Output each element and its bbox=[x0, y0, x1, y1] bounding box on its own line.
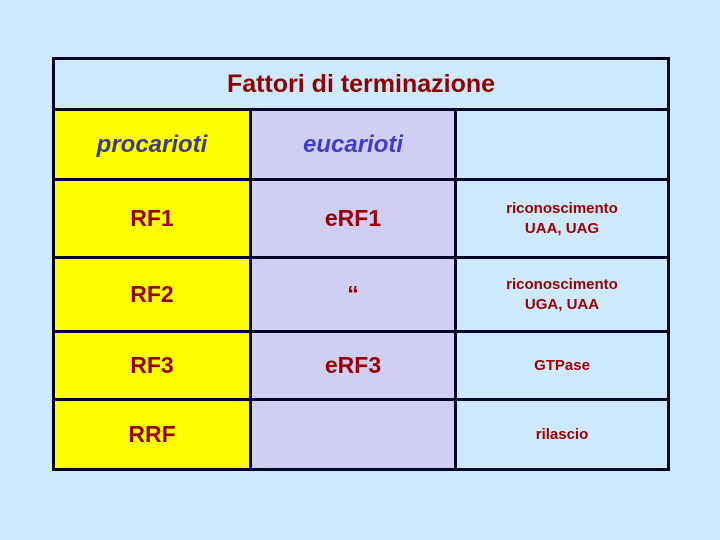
cell-rf3-procarioti: RF3 bbox=[52, 330, 252, 401]
factor-label: eRF1 bbox=[324, 205, 382, 231]
column-header-procarioti: procarioti bbox=[52, 108, 252, 181]
factor-label: RF3 bbox=[130, 352, 174, 378]
cell-rrf-eucarioti-empty bbox=[249, 398, 457, 471]
cell-rrf-note: rilascio bbox=[453, 398, 671, 471]
factor-label: eRF3 bbox=[324, 352, 382, 378]
title-row: Fattori di terminazione bbox=[51, 57, 671, 111]
cell-rf3-note: GTPase bbox=[453, 330, 671, 401]
note-label: riconoscimento UGA, UAA bbox=[506, 276, 618, 313]
column-header-procarioti-label: procarioti bbox=[96, 130, 208, 158]
column-header-eucarioti: eucarioti bbox=[249, 108, 457, 181]
table-row-rrf: RRF rilascio bbox=[52, 398, 671, 471]
cell-rf1-note: riconoscimento UAA, UAG bbox=[453, 178, 671, 259]
slide-title: Fattori di terminazione bbox=[226, 69, 496, 98]
table-row-rf2: RF2 “ riconoscimento UGA, UAA bbox=[52, 256, 671, 333]
factor-label: RF2 bbox=[130, 281, 174, 307]
note-label: rilascio bbox=[535, 425, 589, 443]
cell-rf3-eucarioti: eRF3 bbox=[249, 330, 457, 401]
title-cell: Fattori di terminazione bbox=[51, 57, 671, 111]
column-header-note-empty bbox=[453, 108, 671, 181]
cell-rrf-procarioti: RRF bbox=[52, 398, 252, 471]
column-header-eucarioti-label: eucarioti bbox=[302, 130, 404, 158]
cell-rf2-eucarioti: “ bbox=[249, 256, 457, 333]
factor-label: RF1 bbox=[130, 205, 174, 231]
note-label: riconoscimento UAA, UAG bbox=[506, 200, 618, 237]
table-row-rf1: RF1 eRF1 riconoscimento UAA, UAG bbox=[52, 178, 671, 259]
table-row-rf3: RF3 eRF3 GTPase bbox=[52, 330, 671, 401]
cell-rf1-eucarioti: eRF1 bbox=[249, 178, 457, 259]
cell-rf2-procarioti: RF2 bbox=[52, 256, 252, 333]
factor-label: RRF bbox=[128, 421, 176, 447]
header-row: procarioti eucarioti bbox=[52, 108, 671, 181]
cell-rf2-note: riconoscimento UGA, UAA bbox=[453, 256, 671, 333]
termination-factors-table: Fattori di terminazione procarioti eucar… bbox=[51, 57, 671, 471]
cell-rf1-procarioti: RF1 bbox=[52, 178, 252, 259]
ditto-mark: “ bbox=[347, 281, 359, 307]
note-label: GTPase bbox=[534, 356, 590, 374]
